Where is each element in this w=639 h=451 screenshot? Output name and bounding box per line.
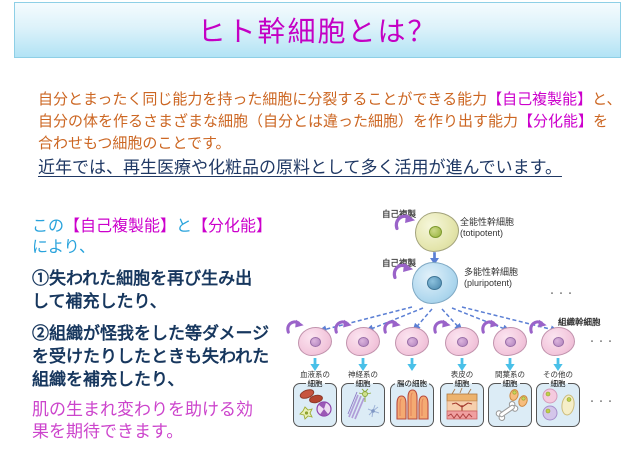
left-text-block: この【自己複製能】と【分化能】により、 ①失われた細胞を再び生み出 して補充した… — [32, 216, 300, 443]
intro-paragraph: 自分とまったく同じ能力を持った細胞に分裂することができる能力【自己複製能】と、 … — [38, 89, 630, 179]
pluripotent-cell — [412, 262, 458, 304]
down-arrow-icon — [310, 358, 320, 371]
tissue-box — [293, 383, 337, 427]
self-renewal-arrow-icon — [383, 319, 401, 334]
nerve-cells-illustration — [347, 388, 380, 420]
tissue-stem-cell — [298, 327, 332, 356]
ellipsis: ・・・ — [588, 397, 615, 406]
totipotent-label: 全能性幹細胞 (totipotent) — [460, 217, 515, 238]
tissue-stem-cell — [395, 327, 429, 356]
tissue-group-other: その他の 細胞 — [535, 370, 581, 427]
tissue-group-blood: 血液系の 細胞 — [292, 370, 338, 427]
slide-title-bar: ヒト幹細胞とは？ — [14, 2, 621, 58]
self-renewal-label: 自己複製 — [382, 209, 417, 219]
cell-nucleus — [553, 337, 564, 347]
cell-nucleus — [358, 337, 369, 347]
other-cells-illustration — [542, 388, 575, 421]
stem-cell-diagram: 自己複製 全能性幹細胞 (totipotent) 自己複製 多能性幹細胞 (pl… — [286, 200, 639, 451]
self-renewal-arrow-icon — [286, 319, 304, 334]
self-renewal-arrow-icon — [529, 319, 547, 334]
intro-underlined-note: 近年では、再生医療や化粧品の原料として多く活用が進んでいます。 — [38, 158, 562, 177]
bone-cells-illustration — [495, 389, 528, 421]
point-2: ②組織が怪我をした等ダメージ を受けたりしたときも失われた 組織を補充したり、 — [32, 324, 270, 389]
self-renewal-arrow-icon — [392, 262, 414, 280]
tissue-box — [536, 383, 580, 427]
cell-nucleus — [457, 337, 468, 347]
down-arrow-icon — [553, 358, 563, 371]
tissue-box — [440, 383, 484, 427]
tissue-stem-cell — [493, 327, 527, 356]
tissue-stem-cell — [346, 327, 380, 356]
self-renewal-term: 【自己複製能】 — [487, 91, 593, 108]
down-arrow-icon — [358, 358, 368, 371]
page-title: ヒト幹細胞とは？ — [197, 16, 438, 47]
point-3-skin: 肌の生まれ変わりを助ける効 果を期待できます。 — [32, 400, 253, 441]
ellipsis: ・・・ — [588, 337, 615, 346]
lead-sentence: この【自己複製能】と【分化能】により、 — [32, 218, 273, 256]
cell-nucleus — [505, 337, 516, 347]
point-1: ①失われた細胞を再び生み出 して補充したり、 — [32, 269, 253, 311]
down-arrow-icon — [457, 358, 467, 371]
intro-line-1: 自分とまったく同じ能力を持った細胞に分裂することができる能力【自己複製能】と、 — [38, 91, 622, 108]
intestine-cells-illustration — [396, 389, 429, 420]
cell-nucleus — [429, 226, 442, 238]
self-renewal-arrow-icon — [394, 213, 416, 231]
intro-line-3: 合わせもつ細胞のことです。 — [38, 135, 231, 152]
tissue-group-mesenchyme: 間葉系の 細胞 — [487, 370, 533, 427]
self-renewal-label: 自己複製 — [382, 258, 417, 268]
tissue-box — [488, 383, 532, 427]
tissue-stem-cell — [541, 327, 575, 356]
down-arrow-icon — [505, 358, 515, 371]
epidermis-illustration — [446, 387, 478, 420]
intro-line-2: 自分の体を作るさまざまな細胞（自分とは違った細胞）を作り出す能力【分化能】を — [38, 113, 609, 130]
tissue-stem-cell — [445, 327, 479, 356]
cell-nucleus — [427, 276, 442, 290]
self-renewal-arrow-icon — [334, 319, 352, 334]
tissue-group-epidermis: 表皮の 細胞 — [439, 370, 485, 427]
ellipsis: ・・・ — [548, 289, 575, 298]
differentiation-term: 【分化能】 — [518, 113, 594, 130]
pluripotent-label: 多能性幹細胞 (pluripotent) — [464, 267, 519, 288]
tissue-box — [341, 383, 385, 427]
cell-nucleus — [310, 337, 321, 347]
totipotent-cell — [415, 212, 459, 252]
cell-nucleus — [407, 337, 418, 347]
tissue-stem-label: 組織幹細胞 — [558, 317, 601, 327]
tissue-box — [390, 383, 434, 427]
self-renewal-arrow-icon — [481, 319, 499, 334]
down-arrow-icon — [430, 252, 439, 265]
tissue-group-nerve: 神経系の 細胞 — [340, 370, 386, 427]
tissue-group-intestine: 腸の細胞 — [389, 370, 435, 427]
self-renewal-arrow-icon — [433, 319, 451, 334]
down-arrow-icon — [407, 358, 417, 371]
blood-cells-illustration — [299, 389, 332, 420]
